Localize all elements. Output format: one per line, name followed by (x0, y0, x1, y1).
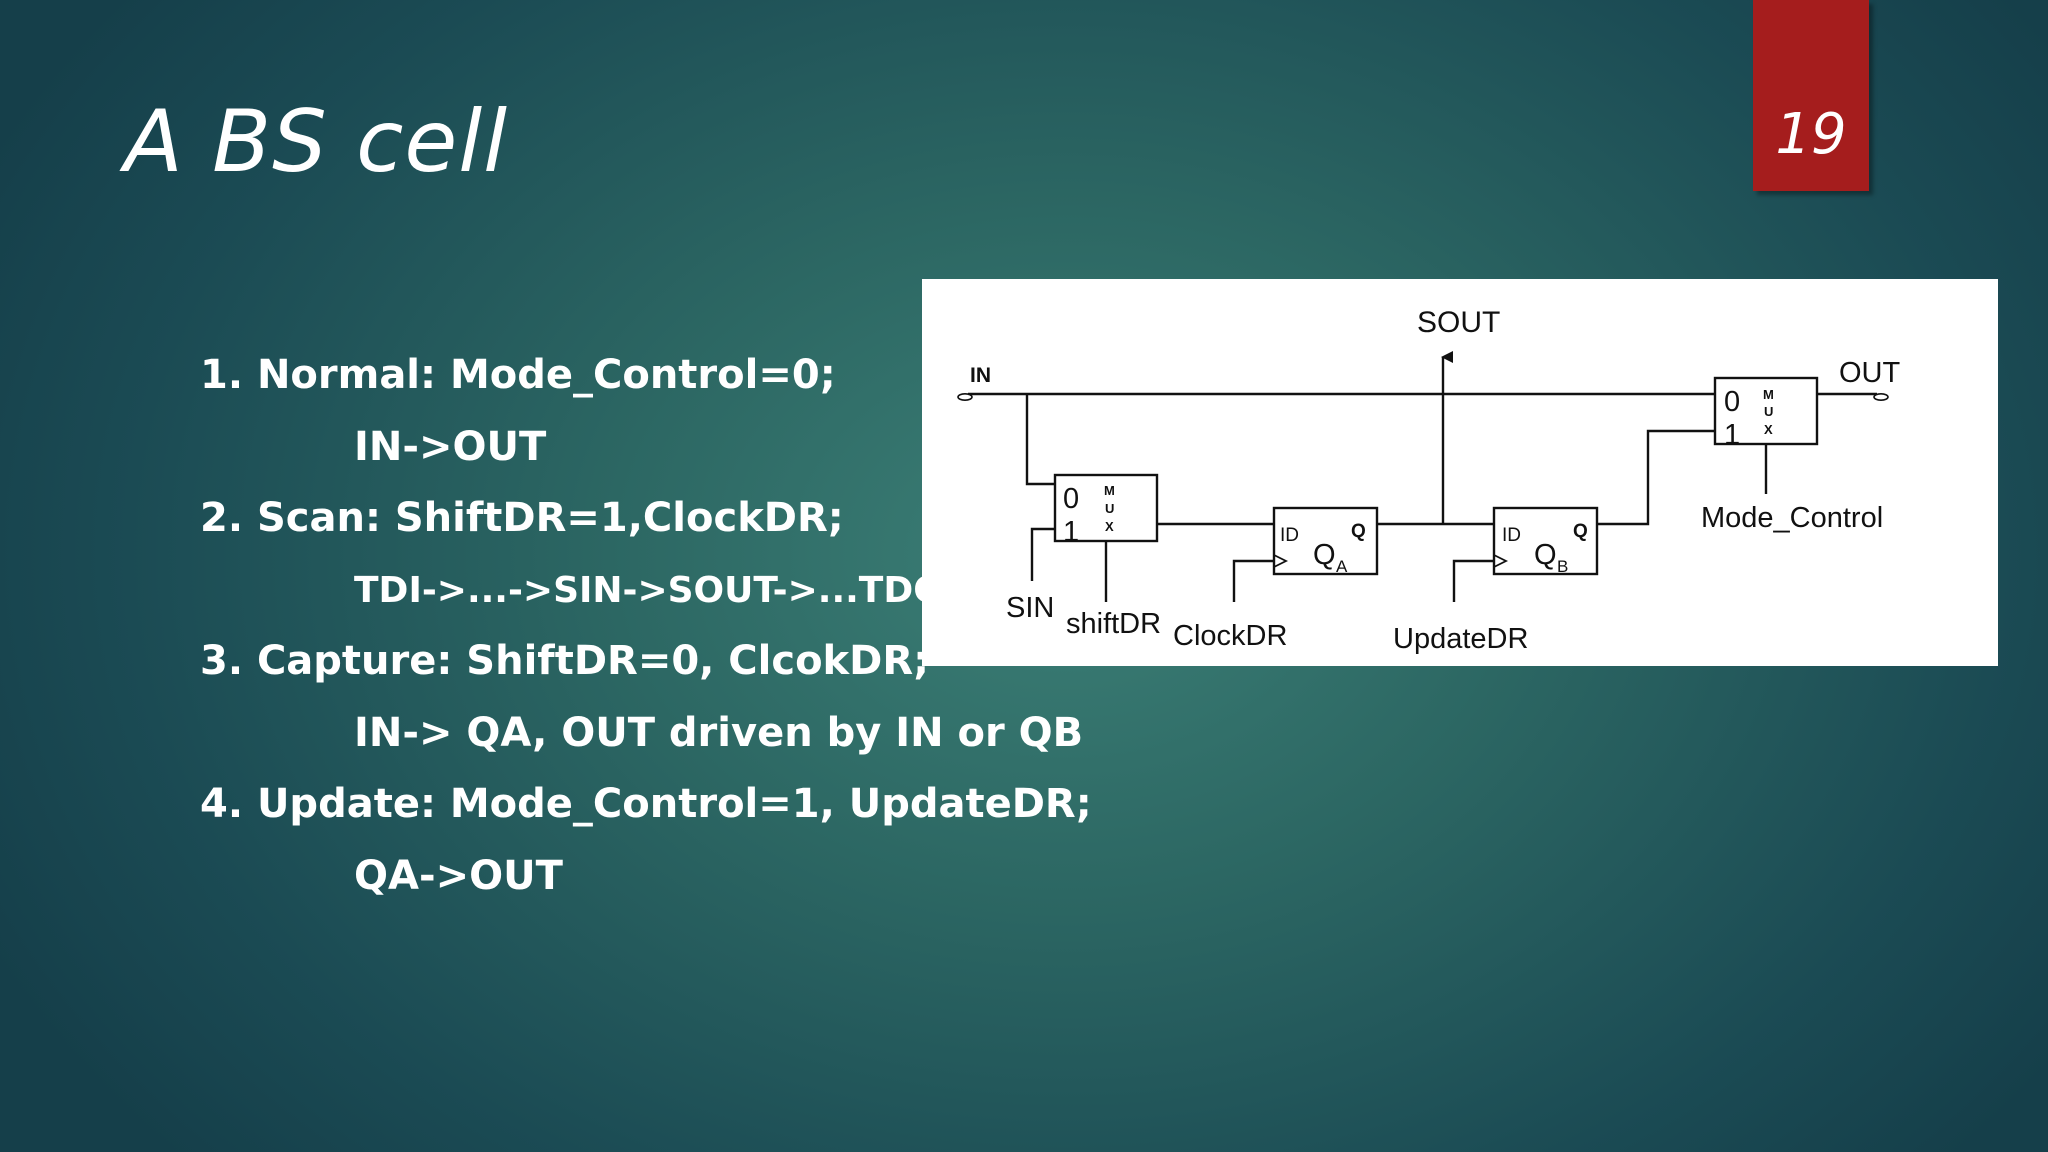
scan-mux-input-1: 1 (1063, 516, 1079, 548)
bs-cell-schematic: IN OUT SOUT SIN shiftDR ClockDR UpdateDR… (957, 306, 1901, 655)
step-scan: 2. Scan: ShiftDR=1,ClockDR; (200, 495, 844, 541)
step-capture: 3. Capture: ShiftDR=0, ClcokDR; (200, 638, 930, 684)
ffb-q-label: Q (1573, 521, 1588, 542)
scan-mux-letter-x: X (1105, 519, 1114, 534)
scan-mux-letter-u: U (1105, 501, 1114, 516)
in-label: IN (970, 364, 991, 387)
step-update-detail: QA->OUT (354, 852, 563, 899)
sin-line (1030, 527, 1055, 581)
scan-mux-input-0: 0 (1063, 483, 1079, 515)
step-capture-detail: IN-> QA, OUT driven by IN or QB (354, 709, 1084, 756)
step-normal: 1. Normal: Mode_Control=0; (200, 352, 836, 398)
ffb-to-mux2-line (1597, 429, 1715, 526)
update-ff-block (1492, 506, 1599, 576)
mode-list: 1. Normal: Mode_Control=0; IN->OUT 2. Sc… (200, 340, 1092, 912)
output-mux-input-0: 0 (1724, 386, 1740, 418)
scan-mux-letter-m: M (1104, 483, 1115, 498)
updatedr-line (1452, 559, 1494, 602)
step-normal-detail: IN->OUT (354, 423, 547, 470)
ffb-clock-triangle (1493, 554, 1509, 568)
scan-mux-block (1053, 473, 1159, 543)
output-mux-letter-x: X (1764, 422, 1773, 437)
sout-label: SOUT (1417, 306, 1500, 339)
in-port (957, 393, 973, 402)
ffb-qb-subscript: B (1557, 557, 1568, 576)
out-port (1873, 393, 1889, 402)
capture-ff-block (1272, 506, 1379, 576)
slide-number: 19 (1775, 102, 1847, 167)
sin-label: SIN (1006, 592, 1054, 624)
updatedr-label: UpdateDR (1393, 623, 1528, 655)
slide-title: A BS cell (124, 92, 509, 192)
step-scan-detail: TDI->...->SIN->SOUT->...TDO (354, 569, 944, 611)
mode-control-label: Mode_Control (1701, 502, 1883, 534)
output-mux-letter-m: M (1763, 387, 1774, 402)
clockdr-line (1232, 559, 1274, 602)
output-mux-block (1713, 376, 1819, 446)
step-update: 4. Update: Mode_Control=1, UpdateDR; (200, 781, 1092, 827)
output-mux-input-1: 1 (1724, 419, 1740, 451)
clockdr-label: ClockDR (1173, 620, 1287, 652)
output-mux-letter-u: U (1764, 404, 1773, 419)
ffa-qa-label: Q (1313, 539, 1336, 571)
ffa-d-label: ID (1280, 525, 1299, 546)
bs-cell-diagram: IN OUT SOUT SIN shiftDR ClockDR UpdateDR… (922, 279, 1998, 666)
ffb-qb-label: Q (1534, 539, 1557, 571)
out-label: OUT (1839, 357, 1901, 389)
shiftdr-label: shiftDR (1066, 608, 1161, 640)
slide-number-badge: 19 (1753, 0, 1869, 191)
ffb-d-label: ID (1502, 525, 1521, 546)
ffa-qa-subscript: A (1336, 557, 1348, 576)
in-tap-line (1025, 394, 1055, 486)
ffa-q-label: Q (1351, 521, 1366, 542)
ffa-clock-triangle (1273, 554, 1289, 568)
